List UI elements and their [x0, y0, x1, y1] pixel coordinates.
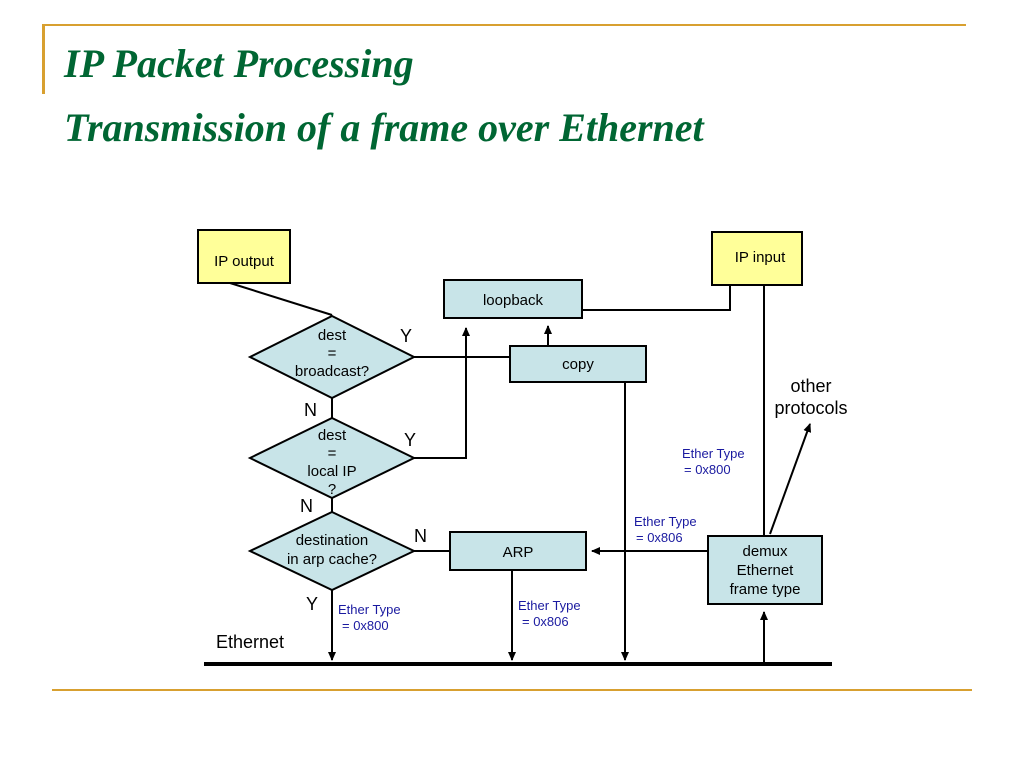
title-accent-bar [42, 24, 45, 94]
other-protocols-line-2: protocols [774, 398, 847, 418]
demux-label-line-1: demux [742, 543, 788, 560]
local-ip-decision-diamond [247, 416, 417, 500]
demux-label-line-2: Ethernet [737, 562, 795, 579]
line-output-to-broadcast [229, 282, 333, 316]
arp-cache-decision-line-2: in arp cache? [287, 551, 377, 568]
demux-box [707, 535, 823, 605]
broadcast-decision-diamond [247, 314, 417, 400]
line-loopback-to-ip-input [581, 275, 734, 311]
broadcast-no-label: N [304, 400, 317, 420]
ip-input-label: IP input [735, 249, 786, 266]
demux-label-line-3: frame type [730, 581, 801, 598]
ip-output-label: IP output [214, 253, 275, 270]
local-ip-decision-line-4: ? [328, 481, 336, 498]
line-local-to-loopback [414, 327, 470, 459]
slide-title-line-1: IP Packet Processing [64, 41, 414, 86]
copy-label: copy [562, 356, 594, 373]
ethertype-806-arp-input-line-1: Ether Type [634, 514, 697, 529]
local-ip-no-label: N [300, 496, 313, 516]
bottom-rule [52, 689, 972, 691]
local-ip-decision-line-2: = [328, 445, 337, 462]
other-protocols-line-1: other [790, 376, 831, 396]
ethertype-806-output-line-2: = 0x806 [522, 614, 569, 629]
local-ip-yes-label: Y [404, 430, 416, 450]
ip-output-box [197, 229, 291, 284]
arp-cache-yes-label: Y [306, 594, 318, 614]
ethertype-806-output-line-1: Ether Type [518, 598, 581, 613]
loopback-box [443, 279, 583, 319]
arp-cache-decision-diamond [247, 510, 417, 592]
ethertype-800-output-line-2: = 0x800 [342, 618, 389, 633]
arp-box [449, 531, 587, 571]
line-demux-to-other-protocols [769, 423, 812, 535]
ethertype-800-ip-input-line-1: Ether Type [682, 446, 745, 461]
ethertype-800-ip-input-line-2: = 0x800 [684, 462, 731, 477]
broadcast-decision-line-3: broadcast? [295, 363, 369, 380]
local-ip-decision-line-1: dest [318, 427, 347, 444]
ethertype-800-output-line-1: Ether Type [338, 602, 401, 617]
slide-title-line-2: Transmission of a frame over Ethernet [64, 105, 704, 150]
arp-label: ARP [503, 544, 534, 561]
ethernet-label: Ethernet [216, 632, 284, 652]
ethertype-806-arp-input-line-2: = 0x806 [636, 530, 683, 545]
top-rule [42, 24, 966, 26]
ip-input-box [711, 231, 803, 286]
broadcast-decision-line-2: = [328, 345, 337, 362]
broadcast-yes-label: Y [400, 326, 412, 346]
arp-cache-decision-line-1: destination [296, 532, 369, 549]
copy-box [509, 345, 647, 383]
arp-cache-no-label: N [414, 526, 427, 546]
local-ip-decision-line-3: local IP [307, 463, 356, 480]
broadcast-decision-line-1: dest [318, 327, 347, 344]
loopback-label: loopback [483, 292, 544, 309]
